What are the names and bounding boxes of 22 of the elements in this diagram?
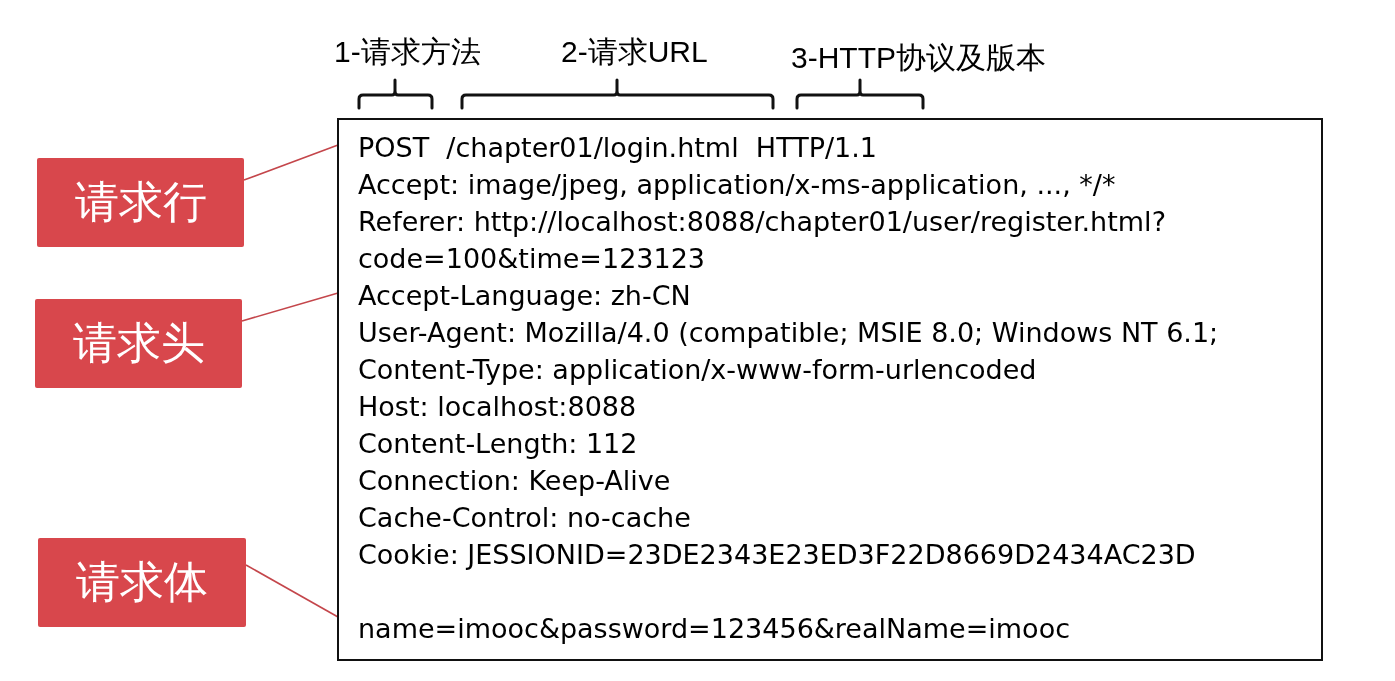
leader-line bbox=[241, 292, 339, 322]
bracket-label: 2-请求URL bbox=[561, 34, 708, 70]
label-box: 请求头 bbox=[35, 299, 242, 388]
code-line: Content-Length: 112 bbox=[358, 427, 639, 461]
code-line: Accept: image/jpeg, application/x-ms-application, ..., */* bbox=[358, 168, 1117, 202]
code-line: Referer: http://localhost:8088/chapter01/user/register.html? code=100&time=123123 bbox=[358, 205, 1167, 276]
message-box bbox=[337, 118, 1323, 661]
code-line: name=imooc&password=123456&realName=imooc bbox=[339, 610, 1321, 647]
code-line: Connection: Keep-Alive bbox=[358, 464, 672, 498]
code-line: User-Agent: Mozilla/4.0 (compatible; MSIE 8.0; Windows NT 6.1; bbox=[358, 316, 1220, 350]
code-line: Content-Type: application/x-www-form-urlencoded bbox=[358, 353, 1038, 387]
leader-line bbox=[245, 564, 339, 618]
leader-line bbox=[243, 144, 339, 181]
code-line: Accept-Language: zh-CN bbox=[358, 279, 692, 313]
bracket-label: 3-HTTP协议及版本 bbox=[791, 40, 1046, 76]
code-line: POST /chapter01/login.html HTTP/1.1 bbox=[339, 129, 1321, 166]
label-box: 请求行 bbox=[37, 158, 244, 247]
code-line: Cache-Control: no-cache bbox=[358, 501, 692, 535]
label-box: 请求体 bbox=[38, 538, 246, 627]
code-line: Cookie: JESSIONID=23DE2343E23ED3F22D8669D2434AC23D bbox=[358, 538, 1197, 572]
bracket-label: 1-请求方法 bbox=[334, 34, 481, 70]
code-line: Host: localhost:8088 bbox=[358, 390, 638, 424]
